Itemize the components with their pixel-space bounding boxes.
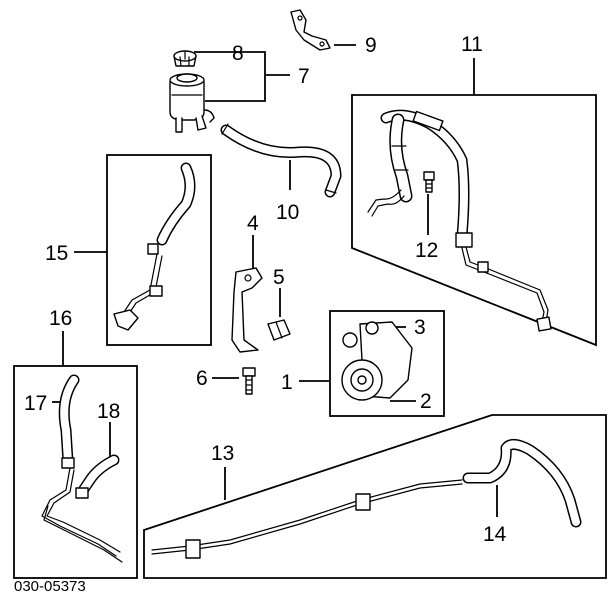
callout-15: 15 [45,242,68,265]
figure-number: 030-05373 [14,578,86,595]
callout-3: 3 [414,316,426,339]
callout-9: 9 [365,34,377,57]
pressure-pipe-13-part [151,479,463,559]
hose-assembly-16-part [41,374,123,563]
clip-part [267,319,291,341]
leader-lines [52,44,498,517]
callout-13: 13 [211,442,234,465]
reservoir-bracket-part [290,9,331,51]
frame-16 [13,365,138,579]
callout-2: 2 [420,390,432,413]
pump-bracket-part [231,267,263,353]
suction-hose-15-part [113,162,196,331]
frame-13 [143,414,607,579]
callout-17: 17 [24,392,47,415]
callout-11: 11 [461,33,483,56]
pressure-hose-assembly-part [367,109,552,332]
callout-12: 12 [415,239,438,262]
bolt-6-part [242,367,256,395]
union-bolt-12-part [423,171,435,193]
callout-14: 14 [483,523,507,546]
callout-5: 5 [273,266,285,289]
callout-8: 8 [232,42,244,65]
reservoir-cap-part [173,50,197,67]
power-steering-pump-part [341,321,413,401]
callout-16: 16 [49,307,72,330]
callout-labels: 1 2 3 4 5 6 7 8 9 10 11 12 13 14 15 16 1… [24,33,507,546]
hose-14-part [462,439,582,528]
callout-7: 7 [298,65,310,88]
frame-15 [106,154,212,346]
callout-1: 1 [281,371,293,394]
callout-10: 10 [276,201,299,224]
callout-18: 18 [97,400,120,423]
frame-11 [351,94,597,347]
frame-pump [329,310,445,417]
callout-6: 6 [196,367,208,390]
return-hose-part [220,123,342,198]
reservoir-part [169,73,215,133]
callout-4: 4 [247,212,259,235]
